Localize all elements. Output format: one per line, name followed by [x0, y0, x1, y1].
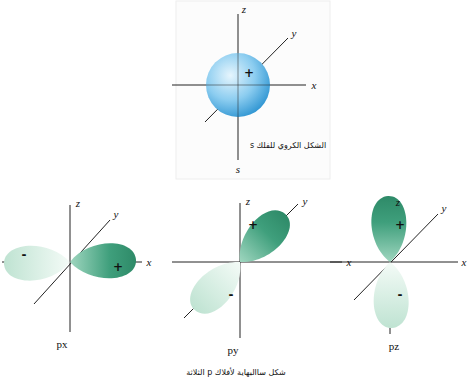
orbital-label: pz — [389, 340, 399, 352]
pz-orbital — [330, 196, 458, 334]
sign-label: - — [229, 289, 234, 302]
sign-label: + — [395, 219, 405, 232]
figure-caption: الشكل الكروي للفلك s — [249, 142, 327, 151]
axis-label: y — [292, 27, 297, 39]
axis-label: z — [76, 197, 80, 209]
sign-label: + — [248, 219, 258, 232]
axis-label: x — [347, 256, 352, 268]
figure-caption: شكل ساالبهاية لأفلاك p الثلاثة — [180, 369, 292, 378]
axis-label: z — [246, 195, 250, 207]
axis-label: z — [396, 196, 400, 208]
orbital-label: py — [228, 344, 239, 356]
axis-label: y — [114, 208, 119, 220]
axis-label: y — [442, 202, 447, 214]
sign-label: + — [113, 261, 123, 274]
axis-label: x — [147, 256, 152, 268]
sign-label: - — [22, 249, 27, 262]
axis-label: x — [462, 256, 467, 268]
px-orbital — [2, 205, 142, 332]
orbital-label: px — [57, 338, 68, 350]
axis-label: x — [312, 79, 317, 91]
py-orbital — [172, 202, 342, 338]
sign-label: - — [398, 289, 403, 302]
axis-label: z — [242, 3, 246, 15]
axis-label: y — [303, 195, 308, 207]
sign-label: + — [244, 67, 254, 80]
axis-label: s — [236, 163, 240, 175]
s-panel — [176, 1, 330, 179]
s-orbital — [172, 14, 306, 160]
